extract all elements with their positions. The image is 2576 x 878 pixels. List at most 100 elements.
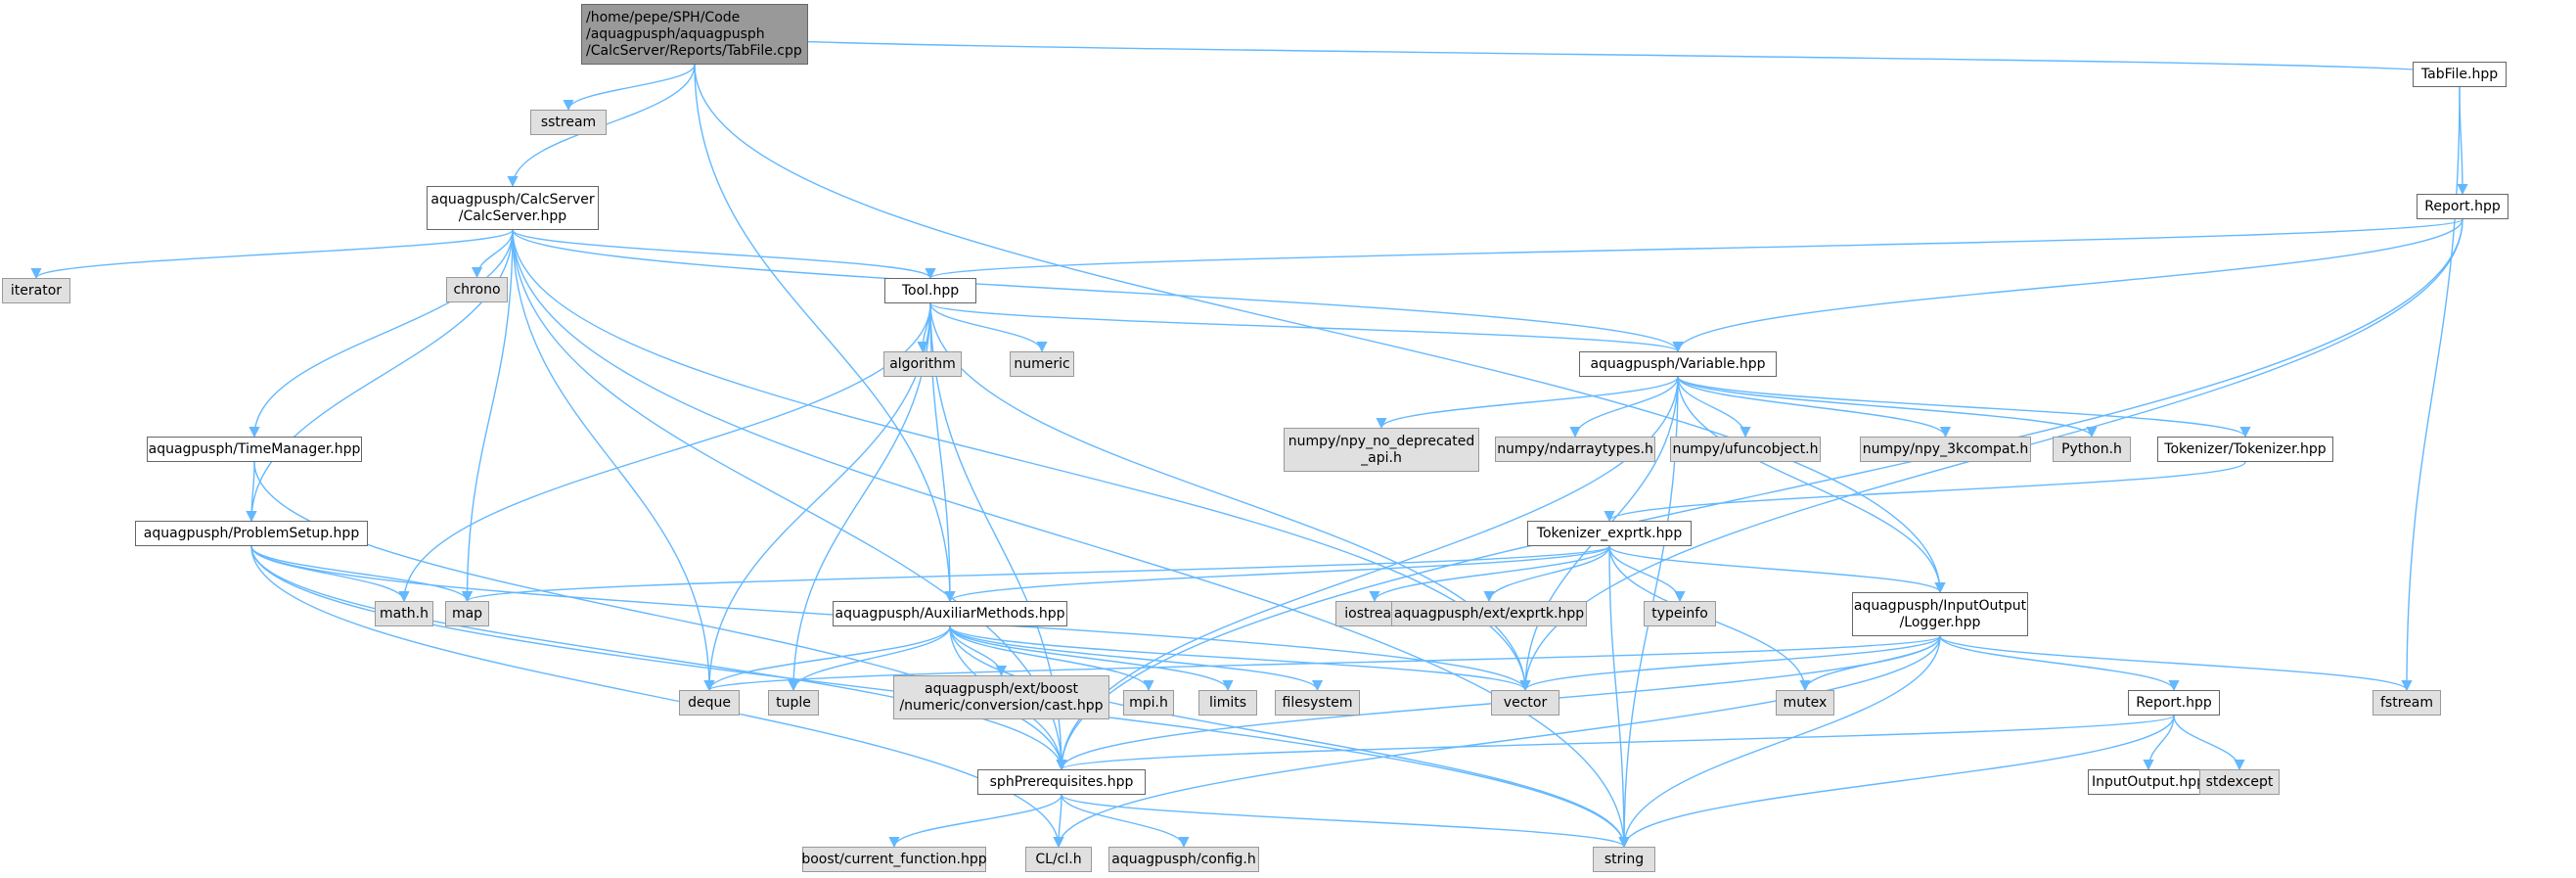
node-tool-hpp[interactable]: Tool.hpp — [884, 278, 976, 303]
node-vector[interactable]: vector — [1491, 690, 1559, 716]
node-map[interactable]: map — [445, 601, 489, 626]
edge-auxiliar-to-tuple — [788, 625, 951, 692]
node-config-h[interactable]: aquagpusph/config.h — [1108, 847, 1259, 872]
node-cl-h[interactable]: CL/cl.h — [1025, 847, 1092, 872]
edge-tabfile_cpp-to-tabfile_hpp — [694, 33, 2464, 76]
edge-variable-to-ufuncobject — [1677, 376, 1751, 439]
node-timemanager-hpp[interactable]: aquagpusph/TimeManager.hpp — [147, 437, 362, 462]
edge-report_low-to-string — [1618, 715, 2175, 849]
node-exprtk-hpp[interactable]: aquagpusph/ext/exprtk.hpp — [1391, 601, 1587, 626]
node-variable-hpp[interactable]: aquagpusph/Variable.hpp — [1579, 351, 1777, 377]
edge-calcserver-to-map — [461, 229, 514, 603]
node-mpi-h[interactable]: mpi.h — [1123, 690, 1174, 716]
node-tokenizer-hpp[interactable]: Tokenizer/Tokenizer.hpp — [2157, 437, 2333, 462]
edge-tokenizer_exprtk-to-logger — [1608, 545, 1946, 594]
node-python-h[interactable]: Python.h — [2053, 437, 2131, 462]
node-tuple[interactable]: tuple — [768, 690, 819, 716]
node-npy-3kcompat[interactable]: numpy/npy_3kcompat.h — [1860, 437, 2031, 462]
node-report-hpp-lower[interactable]: Report.hpp — [2128, 690, 2220, 716]
node-limits[interactable]: limits — [1198, 690, 1257, 716]
edge-report_low-to-stdexcept — [2173, 715, 2245, 771]
edge-logger-to-report_low — [1939, 635, 2180, 692]
edge-tokenizer_exprtk-to-string — [1608, 545, 1630, 849]
edge-variable-to-tokenizer — [1677, 376, 2251, 439]
node-ndarraytypes[interactable]: numpy/ndarraytypes.h — [1495, 437, 1655, 462]
edge-auxiliar-to-string — [949, 625, 1630, 849]
edge-tool-to-math — [398, 302, 931, 603]
node-filesystem[interactable]: filesystem — [1275, 690, 1360, 716]
edge-logger-to-vector — [1519, 635, 1941, 692]
node-report-hpp-top[interactable]: Report.hpp — [2417, 194, 2508, 219]
edge-report_top-to-variable — [1672, 218, 2463, 353]
node-iterator[interactable]: iterator — [2, 278, 70, 303]
node-calcserver-hpp[interactable]: aquagpusph/CalcServer /CalcServer.hpp — [427, 186, 599, 230]
edge-problemsetup-to-map — [250, 545, 474, 603]
edge-tokenizer_exprtk-to-auxiliar — [944, 545, 1610, 603]
edge-calcserver-to-deque — [512, 229, 715, 692]
edge-logger-to-deque — [703, 635, 1941, 692]
edge-tool-to-auxiliar — [929, 302, 956, 603]
edge-timemanager-to-problemsetup — [246, 461, 257, 523]
edge-calcserver-to-string — [512, 229, 1630, 849]
edge-tokenizer_exprtk-to-typeinfo — [1608, 545, 1686, 603]
node-boost-current-function-hpp[interactable]: boost/current_function.hpp — [801, 847, 987, 872]
edge-calcserver-to-variable — [512, 229, 1684, 353]
node-problemsetup-hpp[interactable]: aquagpusph/ProblemSetup.hpp — [135, 521, 368, 546]
edge-calcserver-to-iterator — [30, 229, 514, 280]
edge-auxiliar-to-mpi — [949, 625, 1154, 692]
edge-variable-to-ndarraytypes — [1569, 376, 1679, 439]
node-algorithm[interactable]: algorithm — [883, 351, 962, 377]
edge-variable-to-npy3k — [1677, 376, 1951, 439]
edge-logger-to-clh — [1053, 635, 1941, 849]
node-auxiliarmethods-hpp[interactable]: aquagpusph/AuxiliarMethods.hpp — [833, 601, 1067, 626]
node-stdexcept[interactable]: stdexcept — [2199, 769, 2280, 795]
edge-tokenizer-to-tokenizer_exprtk — [1604, 461, 2246, 523]
node-boost-cast-hpp[interactable]: aquagpusph/ext/boost /numeric/conversion… — [893, 675, 1109, 719]
node-chrono[interactable]: chrono — [446, 277, 508, 302]
edge-variable-to-npy_dep — [1376, 376, 1679, 430]
edge-auxiliar-to-filesystem — [949, 625, 1323, 692]
edge-report_low-to-sphprereq — [1056, 715, 2175, 771]
edge-auxiliar-to-vector — [949, 625, 1531, 692]
node-ufuncobject[interactable]: numpy/ufuncobject.h — [1670, 437, 1821, 462]
node-sstream[interactable]: sstream — [530, 110, 607, 135]
edge-variable-to-logger — [1677, 376, 1946, 594]
node-tabfile-cpp[interactable]: /home/pepe/SPH/Code /aquagpusph/aquagpus… — [581, 4, 808, 65]
edge-calcserver-to-tool — [512, 229, 936, 280]
edge-logger-to-fstream — [1939, 635, 2413, 692]
edge-sphprereq-to-string — [1061, 794, 1630, 849]
node-deque[interactable]: deque — [679, 690, 740, 716]
edge-problemsetup-to-sphprereq — [250, 545, 1067, 771]
edge-calcserver-to-timemanager — [249, 229, 514, 439]
edge-variable-to-python — [1677, 376, 2098, 439]
edge-tokenizer_exprtk-to-map — [462, 545, 1610, 603]
edge-sphprereq-to-clh — [1053, 794, 1064, 849]
node-inputoutput-hpp[interactable]: InputOutput.hpp — [2088, 769, 2209, 795]
node-sphprerequisites-hpp[interactable]: sphPrerequisites.hpp — [977, 769, 1146, 795]
edge-report_low-to-inputoutput — [2143, 715, 2175, 771]
edge-tool-to-variable — [929, 302, 1684, 353]
edge-auxiliar-to-limits — [949, 625, 1234, 692]
node-npy-no-deprecated-api[interactable]: numpy/npy_no_deprecated _api.h — [1284, 428, 1479, 472]
node-fstream[interactable]: fstream — [2373, 690, 2441, 716]
node-numeric[interactable]: numeric — [1010, 351, 1074, 377]
node-math-h[interactable]: math.h — [375, 601, 433, 626]
edge-calcserver-to-chrono — [471, 229, 514, 279]
node-tokenizer-exprtk-hpp[interactable]: Tokenizer_exprtk.hpp — [1527, 521, 1692, 546]
edge-report_top-to-sphprereq — [1056, 218, 2463, 771]
node-mutex[interactable]: mutex — [1776, 690, 1834, 716]
edge-logger-to-string — [1618, 635, 1941, 849]
node-string[interactable]: string — [1593, 847, 1655, 872]
edge-tabfile_hpp-to-fstream — [2401, 86, 2461, 692]
edge-tokenizer_exprtk-to-exprtk — [1483, 545, 1610, 603]
node-tabfile-hpp[interactable]: TabFile.hpp — [2413, 62, 2507, 87]
node-typeinfo[interactable]: typeinfo — [1644, 601, 1716, 626]
edge-tool-to-numeric — [929, 302, 1048, 353]
edge-sphprereq-to-boostfunc — [888, 794, 1062, 849]
node-logger-hpp[interactable]: aquagpusph/InputOutput /Logger.hpp — [1852, 592, 2028, 636]
edge-auxiliar-to-deque — [703, 625, 951, 692]
edge-calcserver-to-problemsetup — [246, 229, 514, 523]
edge-report_top-to-tool — [925, 218, 2463, 280]
edge-tabfile_cpp-to-auxiliar — [694, 64, 956, 603]
edge-calcserver-to-sphprereq — [512, 229, 1067, 771]
